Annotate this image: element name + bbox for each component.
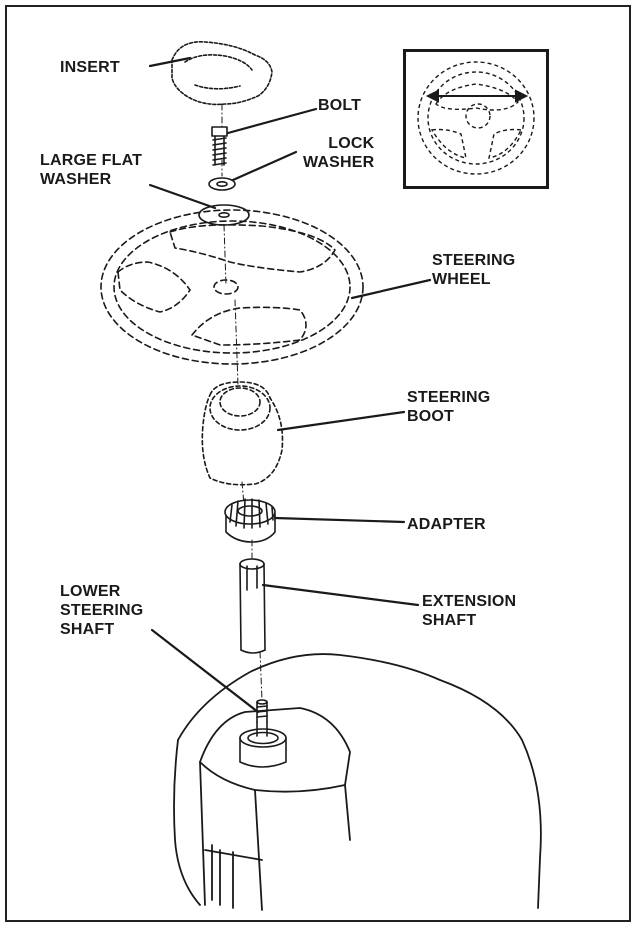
label-adapter: ADAPTER	[407, 516, 486, 533]
console-body	[173, 653, 542, 911]
steering-boot-part	[201, 381, 284, 486]
extension-shaft-part	[239, 558, 266, 654]
label-steering-wheel: STEERING WHEEL	[432, 252, 516, 288]
bolt-part	[211, 126, 228, 166]
label-extension-shaft: EXTENSION SHAFT	[422, 593, 517, 629]
shaft-cup	[239, 721, 287, 768]
label-insert: INSERT	[60, 59, 120, 76]
label-lower-steering-shaft: LOWER STEERING SHAFT	[60, 583, 144, 638]
steering-wheel-part	[100, 209, 364, 365]
double-arrow-icon	[425, 89, 529, 103]
label-large-flat-washer: LARGE FLAT WASHER	[40, 152, 143, 188]
insert-part	[171, 41, 273, 106]
adapter-part	[224, 498, 276, 543]
leader-lines	[148, 56, 432, 714]
inset-wheel-svg	[417, 61, 535, 175]
label-steering-boot: STEERING BOOT	[407, 389, 491, 425]
assembly-axis	[221, 103, 263, 701]
inset-wheel-orientation	[403, 49, 549, 189]
label-lock-washer: LOCK WASHER	[303, 135, 375, 171]
label-bolt: BOLT	[318, 97, 362, 114]
lock-washer-part	[208, 177, 236, 191]
